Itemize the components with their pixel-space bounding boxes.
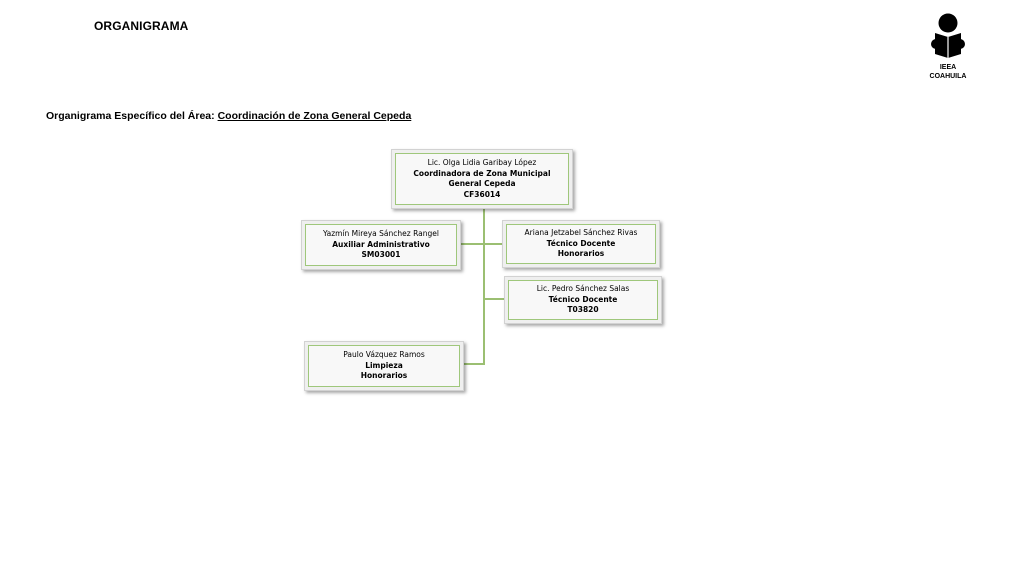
org-node-tecnico-docente-honorarios: Ariana Jetzabel Sánchez Rivas Técnico Do…	[502, 220, 660, 268]
chart-subtitle: Organigrama Específico del Área: Coordin…	[46, 110, 411, 122]
page-title: ORGANIGRAMA	[94, 19, 189, 33]
org-node-name: Lic. Pedro Sánchez Salas	[536, 284, 630, 294]
org-node-root: Lic. Olga Lidia Garibay López Coordinado…	[391, 149, 573, 209]
org-node-code: Honorarios	[557, 249, 605, 259]
subtitle-area: Coordinación de Zona General Cepeda	[217, 110, 412, 122]
org-node-role: Técnico Docente	[546, 238, 616, 248]
org-node-code: Honorarios	[360, 371, 408, 381]
org-node-code: T03820	[567, 305, 599, 315]
connector-branch-3	[483, 298, 508, 300]
org-node-limpieza: Paulo Vázquez Ramos Limpieza Honorarios	[304, 341, 464, 391]
subtitle-prefix: Organigrama Específico del Área:	[46, 110, 215, 122]
logo-text-line2: COAHUILA	[929, 73, 967, 80]
org-node-name: Lic. Olga Lidia Garibay López	[427, 158, 537, 167]
org-node-code: CF36014	[463, 189, 501, 199]
org-node-role: Limpieza	[365, 360, 403, 370]
connector-branch-4	[460, 363, 485, 365]
org-node-name: Paulo Vázquez Ramos	[343, 350, 425, 360]
org-node-role: Auxiliar Administrativo	[332, 239, 430, 249]
connector-branch-1	[458, 243, 508, 245]
org-node-auxiliar-administrativo: Yazmín Mireya Sánchez Rangel Auxiliar Ad…	[301, 220, 461, 270]
connector-trunk	[483, 208, 485, 364]
org-node-name: Ariana Jetzabel Sánchez Rivas	[524, 228, 638, 238]
org-node-role: Coordinadora de Zona Municipal	[413, 168, 551, 178]
org-node-role: Técnico Docente	[548, 294, 618, 304]
logo-text-line1: IEEA	[939, 64, 957, 71]
org-node-name: Yazmín Mireya Sánchez Rangel	[323, 229, 439, 239]
org-node-code: SM03001	[361, 250, 401, 260]
org-node-tecnico-docente: Lic. Pedro Sánchez Salas Técnico Docente…	[504, 276, 662, 324]
ieea-logo: IEEA COAHUILA	[922, 12, 974, 84]
reader-icon	[931, 13, 965, 58]
org-node-role-line2: General Cepeda	[448, 179, 516, 188]
